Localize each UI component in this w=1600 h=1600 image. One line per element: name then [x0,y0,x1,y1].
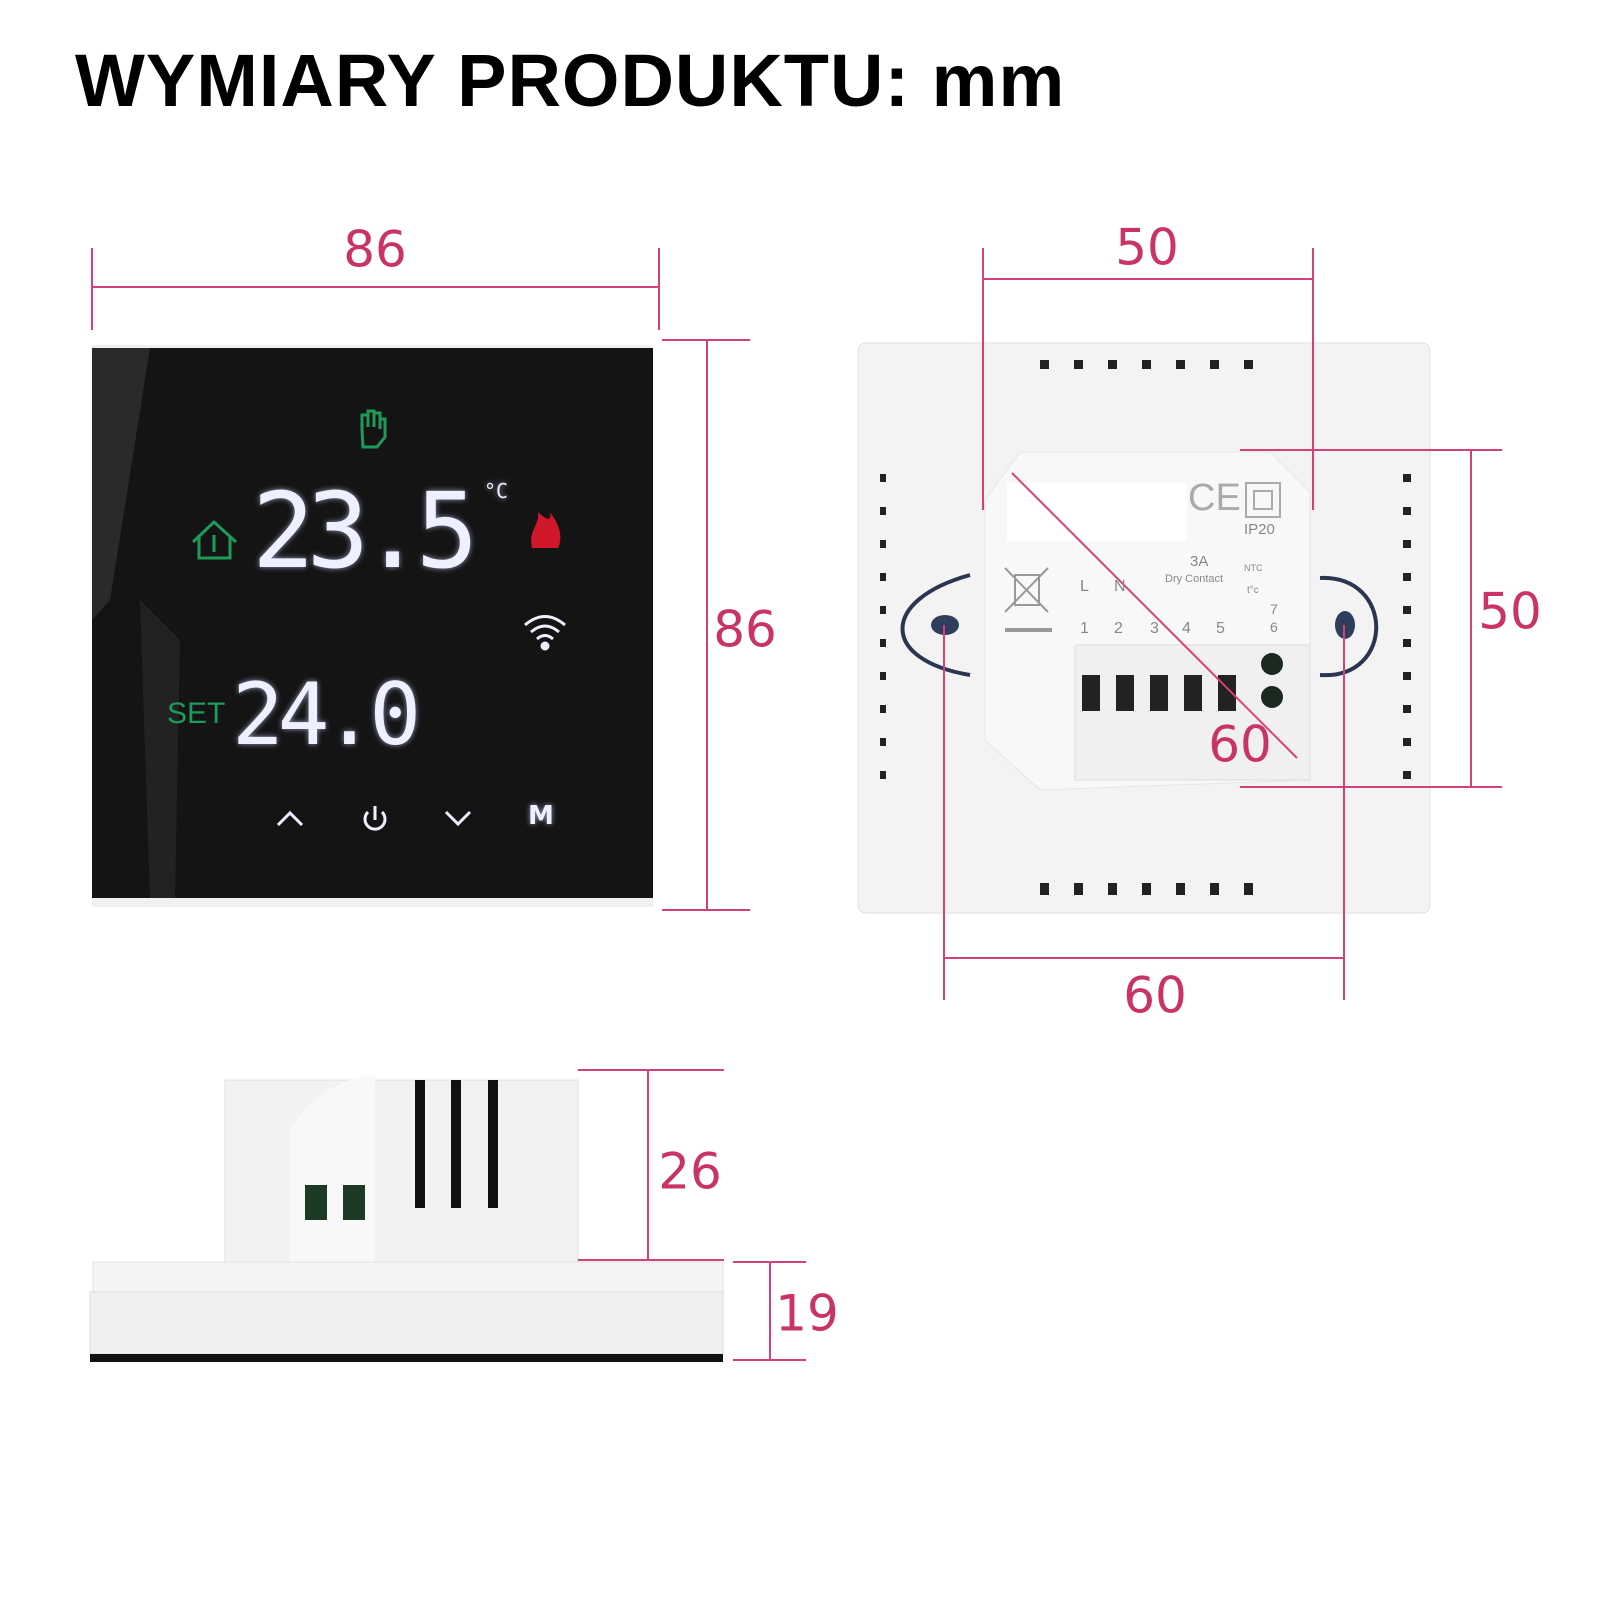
vent-slot [1210,360,1219,369]
unit-celsius: °C [484,479,509,503]
home-thermometer-icon [191,519,238,560]
vent-slot [1176,883,1185,895]
dim-front-width: 86 [343,220,407,279]
double-insulation-icon [1245,482,1281,518]
vent-slot [1403,705,1411,713]
dim-back-height: 50 [1478,582,1542,641]
vent-slot [1082,675,1100,711]
vent-slot [880,738,886,746]
vent-slot [1074,883,1083,895]
terminal-4: 4 [1182,620,1191,637]
vent-slot [1244,883,1253,895]
vent-slot [1403,573,1411,581]
set-label: SET [167,697,226,730]
front-glass [92,348,653,898]
terminal-5: 5 [1216,620,1225,637]
recycle-bin-crossed-icon [1004,567,1052,632]
vent-slot [1150,675,1168,711]
hand-icon [360,409,387,449]
flame-icon [531,512,561,548]
dim-diagonal: 60 [1208,715,1272,774]
back-view [857,342,1431,914]
ntc-terminal [1261,653,1283,675]
vent-slot [1244,360,1253,369]
terminal-3: 3 [1150,620,1159,637]
vent-slot [1403,738,1411,746]
set-temperature: 24.0 [232,665,421,765]
ntc-label: NTC [1244,563,1263,573]
vent-slot [880,474,886,482]
vent-slot [880,705,886,713]
vent-slot [1074,360,1083,369]
terminal-1: 1 [1080,620,1089,637]
dim-front-height: 86 [713,600,777,659]
vent-slot [880,540,886,548]
terminal-n: N [1114,578,1126,595]
dim-screw-spacing: 60 [1123,966,1187,1025]
down-arrow-icon [444,810,472,827]
terminal-7: 7 [1270,601,1278,617]
vent-slot [880,573,886,581]
vent-slot [1403,540,1411,548]
vent-slot [880,771,886,779]
dim-side-panel: 19 [775,1284,839,1343]
vent-slot [1040,360,1049,369]
front-view [92,345,653,907]
dry-contact-label: Dry Contact [1165,573,1224,585]
up-arrow-icon [276,810,304,827]
current-rating: 3A [1190,553,1209,570]
terminal-6: 6 [1270,619,1278,635]
side-view [89,1075,724,1362]
vent-slot [1108,883,1117,895]
current-temperature: 23.5 [252,470,478,592]
vent-slot [1403,672,1411,680]
glass-reflection [140,600,180,898]
vent-slot [1403,771,1411,779]
vent-slot [1040,883,1049,895]
dim-side-body: 26 [658,1142,722,1201]
vent-slot [1403,606,1411,614]
vent-slot [880,639,886,647]
dimension-lines [91,248,1502,1361]
label-blank [1007,483,1187,541]
vent-slot [1142,883,1151,895]
side-module [224,1079,579,1263]
terminal-2: 2 [1114,620,1123,637]
power-icon [363,806,387,831]
vent-slot [1403,639,1411,647]
ntc-terminal [1261,686,1283,708]
vent-slot [1184,675,1202,711]
vent-slot [1108,360,1117,369]
page-title: WYMIARY PRODUKTU: mm [75,39,1066,122]
vent-slot [1116,675,1134,711]
mode-button: M [528,801,554,831]
dim-back-width: 50 [1115,218,1179,277]
ce-mark: CE [1188,477,1241,519]
vent-slot [1176,360,1185,369]
terminal-l: L [1080,578,1089,595]
ntc-symbol: t°c [1247,585,1259,596]
mount-slot-left [900,573,971,677]
ip-rating: IP20 [1244,521,1275,538]
glass-reflection [92,348,150,620]
wifi-icon [524,615,566,651]
vent-slot [880,672,886,680]
vent-slot [880,507,886,515]
vent-slot [1403,474,1411,482]
vent-slot [880,606,886,614]
vent-slot [1210,883,1219,895]
vent-slot [1403,507,1411,515]
vent-slot [1142,360,1151,369]
